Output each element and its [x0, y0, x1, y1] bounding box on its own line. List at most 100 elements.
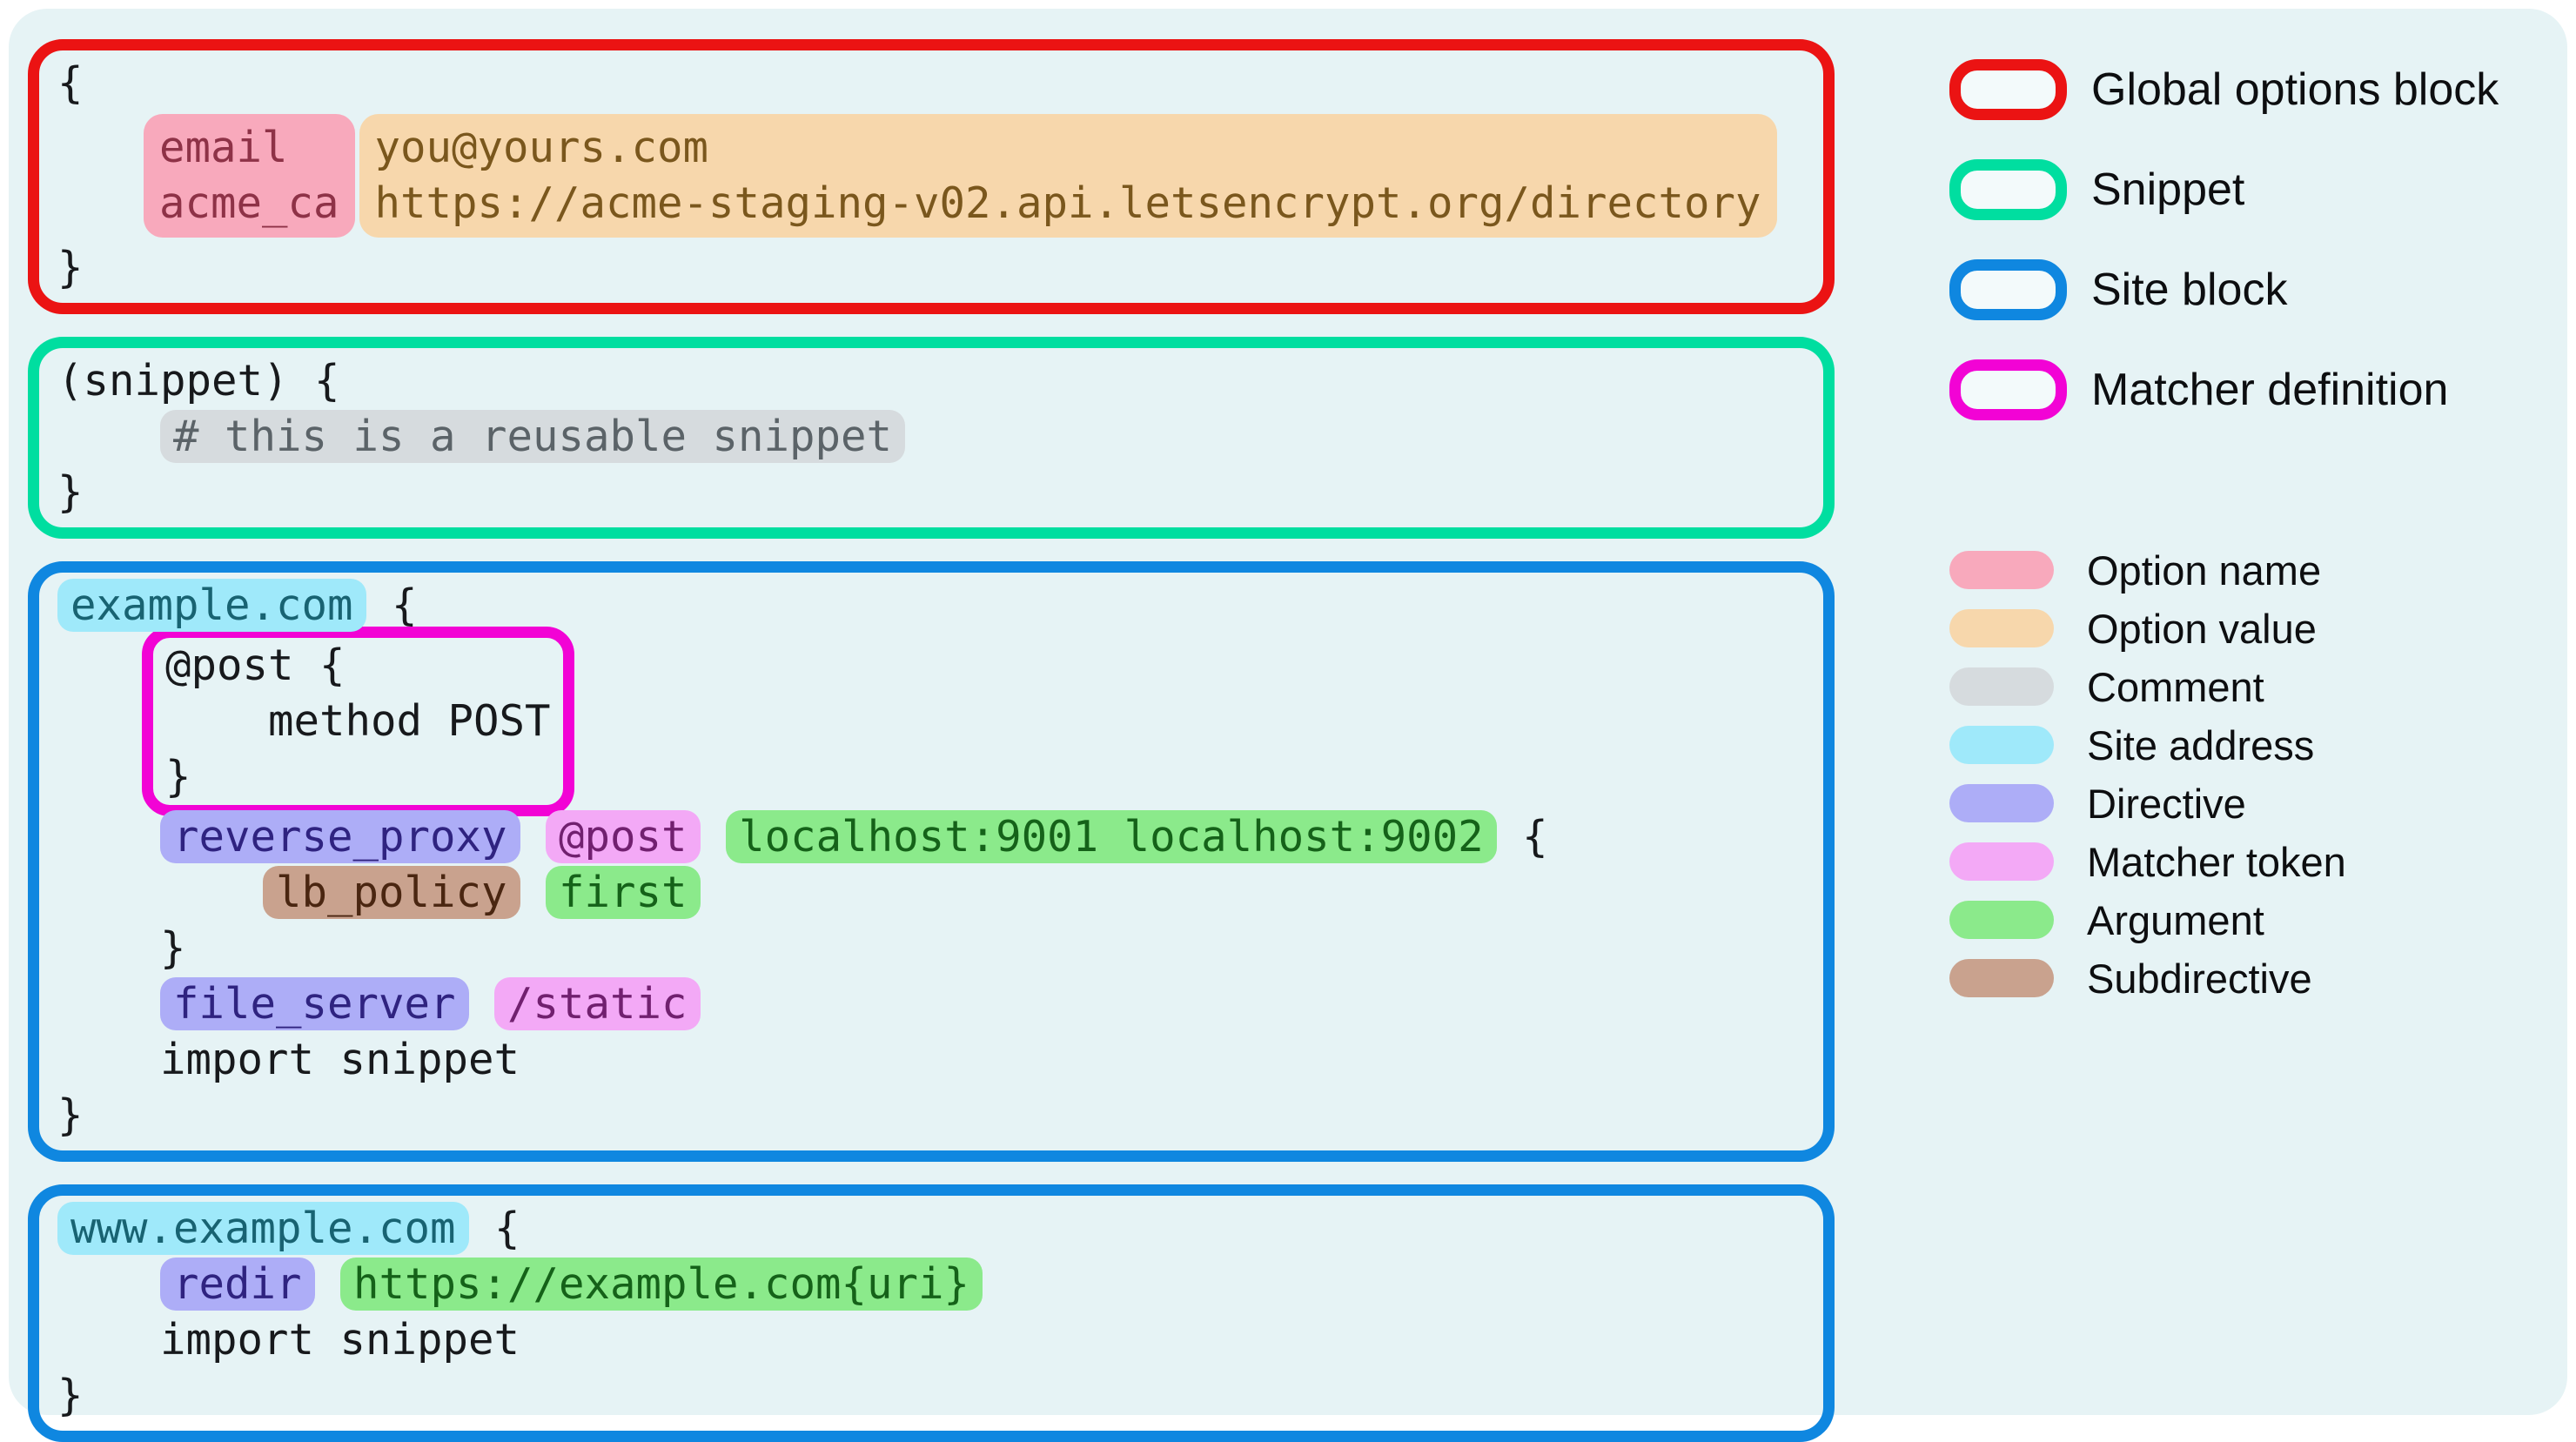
- token-matcher: @post: [546, 810, 701, 863]
- code-text: {: [1496, 812, 1548, 862]
- token-directive: file_server: [160, 977, 469, 1030]
- option-row: email acme_ca you@yours.com https://acme-st…: [144, 114, 1806, 238]
- swatch-directive: [1949, 784, 2054, 822]
- global-options-block: { email acme_ca you@yours.com https://acme-s…: [28, 39, 1835, 314]
- token-site: www.example.com: [57, 1202, 469, 1255]
- code-line: @post {: [165, 638, 551, 694]
- code-line: lb_policy first: [57, 865, 1806, 921]
- code-line: }: [57, 465, 1806, 520]
- legend-label: Subdirective: [2087, 955, 2312, 1002]
- code-line: file_server /static: [57, 976, 1806, 1032]
- legend-label: Matcher token: [2087, 838, 2346, 885]
- option-names-pill: email acme_ca: [144, 114, 355, 238]
- code-text: }: [57, 1090, 84, 1140]
- legend-label: Site address: [2087, 721, 2315, 768]
- code-text: [57, 412, 160, 461]
- code-text: [469, 979, 495, 1029]
- option-name-text: acme_ca: [159, 178, 339, 228]
- legend-item: Comment: [1949, 664, 2499, 710]
- swatch-matcher-token: [1949, 842, 2054, 881]
- code-text: {: [468, 1204, 520, 1253]
- swatch-snippet: [1949, 159, 2067, 220]
- legend-label: Site block: [2091, 265, 2288, 315]
- code-text: [57, 979, 160, 1029]
- code-text: [57, 1259, 160, 1309]
- legend-item: Argument: [1949, 897, 2499, 943]
- code-line: reverse_proxy @post localhost:9001 local…: [57, 809, 1806, 865]
- code-line: }: [57, 921, 1806, 976]
- legend-label: Comment: [2087, 663, 2264, 710]
- swatch-site-address: [1949, 726, 2054, 764]
- token-directive: redir: [160, 1258, 315, 1311]
- code-line: }: [57, 240, 1806, 296]
- code-line: }: [57, 1088, 1806, 1144]
- code-line: www.example.com {: [57, 1201, 1806, 1257]
- swatch-matcher-definition: [1949, 359, 2067, 420]
- token-directive: reverse_proxy: [160, 810, 520, 863]
- legend-label: Directive: [2087, 780, 2246, 827]
- swatch-argument: [1949, 901, 2054, 939]
- code-text: method POST: [165, 696, 551, 746]
- token-site: example.com: [57, 579, 366, 632]
- code-line: (snippet) {: [57, 353, 1806, 409]
- legend-label: Argument: [2087, 896, 2264, 943]
- code-line: redir https://example.com{uri}: [57, 1257, 1806, 1312]
- token-argument: localhost:9001 localhost:9002: [726, 810, 1497, 863]
- swatch-comment: [1949, 667, 2054, 706]
- code-line: }: [165, 749, 551, 805]
- code-line: {: [57, 56, 1806, 111]
- code-text: import snippet: [57, 1035, 520, 1084]
- token-matcher: /static: [494, 977, 701, 1030]
- code-text: [520, 868, 547, 917]
- snippet-block: (snippet) { # this is a reusable snippet…: [28, 337, 1835, 539]
- code-line: method POST: [165, 694, 551, 749]
- code-line: example.com {: [57, 578, 1806, 634]
- code-text: @post {: [165, 641, 345, 690]
- legend-label: Option name: [2087, 547, 2322, 594]
- token-argument: first: [546, 866, 701, 919]
- code-line: }: [57, 1368, 1806, 1424]
- legend-item: Option name: [1949, 547, 2499, 594]
- token-subdirective: lb_policy: [263, 866, 520, 919]
- code-text: [520, 812, 547, 862]
- legend-label: Matcher definition: [2091, 365, 2449, 415]
- option-value-text: https://acme-staging-v02.api.letsencrypt…: [374, 178, 1761, 228]
- legend-item: Option value: [1949, 606, 2499, 652]
- option-value-text: you@yours.com: [374, 123, 709, 172]
- option-values-pill: you@yours.com https://acme-staging-v02.ap…: [359, 114, 1777, 238]
- code-text: {: [366, 580, 418, 630]
- swatch-site-block: [1949, 259, 2067, 320]
- legend-item: Global options block: [1949, 59, 2499, 120]
- legend-label: Global options block: [2091, 64, 2499, 115]
- legend-item: Site address: [1949, 722, 2499, 768]
- code-text: }: [165, 752, 191, 801]
- code-text: }: [57, 467, 84, 517]
- legend-label: Snippet: [2091, 164, 2245, 215]
- code-text: }: [57, 243, 84, 292]
- code-text: [57, 812, 160, 862]
- code-text: import snippet: [57, 1315, 520, 1365]
- code-text: [315, 1259, 341, 1309]
- legend-item: Snippet: [1949, 159, 2499, 220]
- token-argument: https://example.com{uri}: [340, 1258, 983, 1311]
- code-text: }: [57, 1371, 84, 1420]
- code-text: [57, 868, 263, 917]
- swatch-global-options-block: [1949, 59, 2067, 120]
- legend-item: Directive: [1949, 781, 2499, 827]
- swatch-option-value: [1949, 609, 2054, 647]
- option-name-text: email: [159, 123, 288, 172]
- caddyfile-structure-diagram: { email acme_ca you@yours.com https://acme-s…: [9, 9, 2567, 1442]
- code-line: # this is a reusable snippet: [57, 409, 1806, 465]
- swatch-subdirective: [1949, 959, 2054, 997]
- legend-label: Option value: [2087, 605, 2317, 652]
- legend-item: Matcher definition: [1949, 359, 2499, 420]
- code-column: { email acme_ca you@yours.com https://acme-s…: [28, 39, 1835, 1442]
- site-block-www: www.example.com { redir https://example.…: [28, 1184, 1835, 1442]
- legend-item: Matcher token: [1949, 839, 2499, 885]
- legend-item: Subdirective: [1949, 956, 2499, 1002]
- code-text: (snippet) {: [57, 356, 340, 406]
- legend-item: Site block: [1949, 259, 2499, 320]
- token-comment: # this is a reusable snippet: [160, 410, 906, 463]
